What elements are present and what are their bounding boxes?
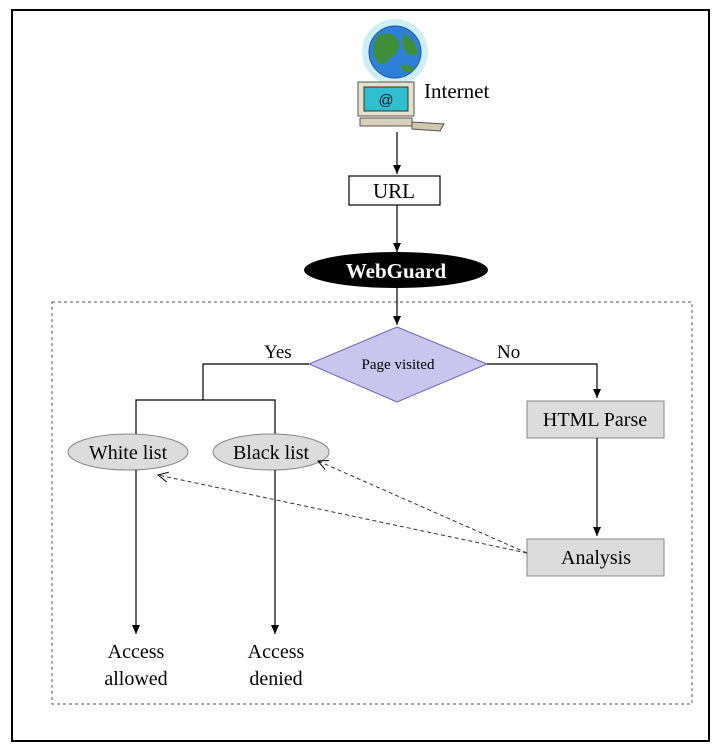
- analysis-label: Analysis: [561, 547, 631, 569]
- access-denied-line1: Access: [248, 641, 305, 663]
- url-box: [348, 175, 441, 206]
- black-list-node: [212, 433, 330, 471]
- white-list-node: [67, 433, 189, 471]
- yes-label: Yes: [264, 342, 292, 363]
- html-parse-label: HTML Parse: [543, 409, 647, 431]
- access-allowed-line1: Access: [108, 641, 165, 663]
- webguard-node: [304, 252, 488, 288]
- svg-text:@: @: [378, 92, 393, 109]
- access-denied-line2: denied: [249, 668, 302, 690]
- internet-label: Internet: [424, 79, 489, 103]
- webguard-process-container: [51, 301, 693, 705]
- no-label: No: [497, 342, 520, 363]
- analysis-box: [526, 538, 665, 577]
- webguard-label: WebGuard: [346, 259, 447, 283]
- white-list-label: White list: [89, 442, 168, 464]
- computer-icon: @: [357, 81, 445, 132]
- feedback-arrow-to-black-list: [318, 461, 528, 554]
- decision-label: Page visited: [362, 357, 435, 373]
- black-list-label: Black list: [233, 442, 310, 464]
- no-branch-line: [487, 363, 601, 398]
- outer-frame: [11, 9, 710, 742]
- html-parse-box: [526, 400, 665, 439]
- internet-icon: [362, 19, 428, 85]
- access-allowed-line2: allowed: [104, 668, 167, 690]
- yes-split-line: [135, 399, 276, 434]
- yes-branch-line: [202, 363, 309, 400]
- page-visited-decision: [307, 326, 489, 403]
- feedback-arrow-to-white-list: [158, 475, 528, 554]
- url-label: URL: [373, 179, 415, 203]
